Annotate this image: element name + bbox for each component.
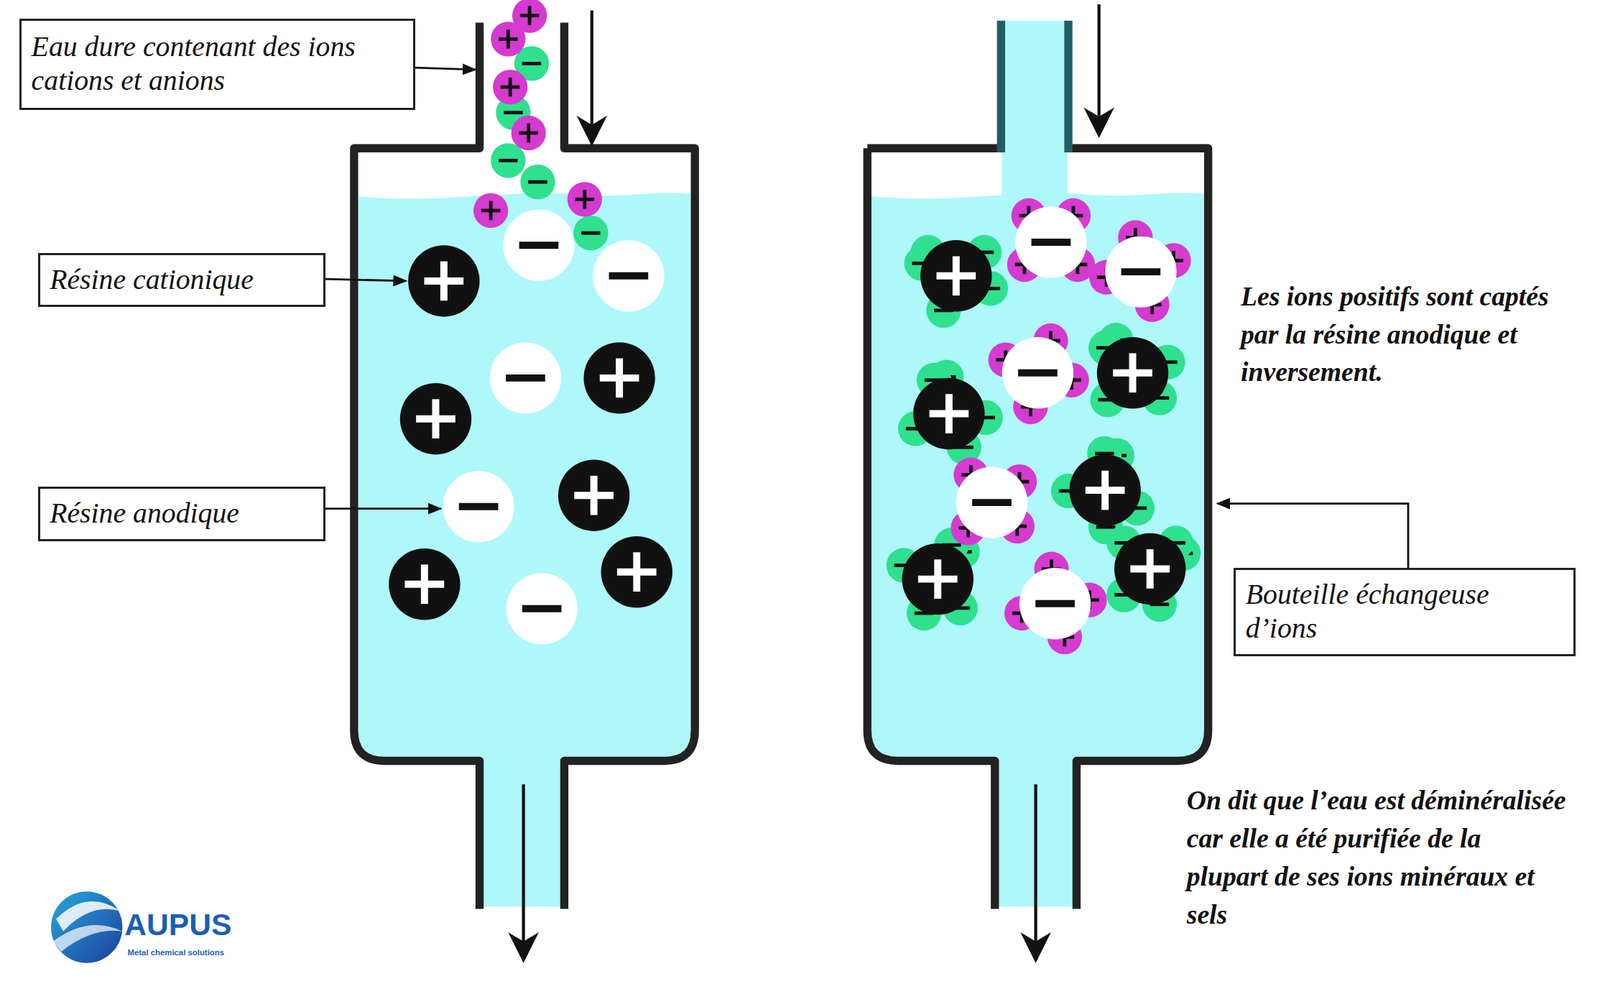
ion-sign (632, 551, 641, 592)
water (1002, 20, 1068, 203)
ion-sign (581, 231, 601, 235)
ion-sign (503, 110, 524, 115)
tank-outline (354, 22, 695, 909)
anodic-resin (1019, 567, 1091, 639)
ion-sign (1031, 238, 1072, 246)
label-text: Eau dure contenant des ions cations et a… (31, 30, 404, 99)
ion-sign (522, 604, 562, 613)
note-text: Les ions positifs sont captés par la rés… (1240, 277, 1583, 391)
ion-sign (421, 563, 429, 604)
anodic-resin (505, 572, 577, 644)
cationic-resin (1097, 336, 1169, 409)
ion-sign (1101, 470, 1109, 511)
cationic-resin (388, 548, 460, 620)
water (871, 192, 1205, 906)
ion-sign (528, 180, 548, 184)
anion (573, 215, 608, 251)
ion-sign (945, 393, 953, 434)
leader-line (1217, 503, 1409, 568)
anodic-resin (1104, 235, 1177, 307)
cation (490, 21, 526, 57)
ion-sign (489, 201, 493, 221)
flow-arrow (1097, 4, 1101, 136)
ion-sign (459, 502, 499, 511)
ion-sign (508, 77, 513, 97)
anodic-resin (502, 209, 575, 281)
ion-sign (528, 5, 532, 26)
ion-sign (609, 272, 649, 280)
anodic-resin (1002, 336, 1074, 409)
logo-tagline: Metal chemical solutions (127, 946, 271, 957)
ion-sign (590, 475, 598, 516)
ion-sign (1121, 267, 1162, 276)
ion-sign (519, 241, 559, 249)
tank-outline (867, 148, 1208, 909)
flow-arrow (590, 10, 594, 144)
leader-line (324, 278, 407, 281)
anodic-resin (489, 341, 562, 414)
label-box: Bouteille échangeuse d’ions (1233, 567, 1576, 657)
cation (567, 181, 603, 217)
anion (520, 164, 555, 200)
ion-sign (933, 558, 942, 599)
flow-arrow (1033, 783, 1037, 960)
logo-text: AUPUS (124, 905, 268, 943)
ion-sign (972, 498, 1012, 506)
cationic-resin (601, 535, 673, 608)
cationic-resin (583, 341, 655, 414)
anodic-resin (956, 466, 1028, 538)
cationic-resin (902, 543, 974, 615)
note-text: On dit que l’eau est déminéralisée car e… (1186, 780, 1567, 934)
ion-sign (582, 189, 587, 210)
ion-sign (1129, 352, 1137, 393)
cationic-resin (400, 382, 472, 455)
label-box: Résine cationique (38, 252, 327, 307)
logo-mark (51, 890, 123, 963)
cationic-resin (920, 239, 992, 312)
label-box: Résine anodique (38, 486, 327, 541)
leader-line (414, 67, 476, 70)
label-box: Eau dure contenant des ions cations et a… (19, 18, 416, 111)
cationic-resin (1114, 533, 1186, 605)
leader-line (324, 507, 442, 510)
ion-sign (440, 261, 448, 302)
logo-mark (53, 924, 123, 952)
label-text: Résine anodique (49, 496, 240, 531)
anodic-resin (442, 470, 514, 542)
label-text: Résine cationique (49, 262, 254, 298)
pipe-wall (1064, 20, 1072, 153)
ion-sign (506, 29, 511, 49)
cation (511, 115, 547, 151)
ion-sign (526, 123, 531, 143)
ion-sign (1018, 369, 1058, 377)
cation (492, 69, 528, 105)
cationic-resin (408, 244, 480, 317)
ion-sign (615, 358, 623, 399)
anion (490, 142, 526, 178)
flow-arrow (521, 783, 525, 960)
label-text: Bouteille échangeuse d’ions (1245, 577, 1565, 646)
cationic-resin (913, 377, 985, 450)
ion-sign (952, 255, 960, 296)
ion-sign (431, 398, 439, 439)
ion-sign (1146, 548, 1154, 589)
ion-sign (505, 374, 546, 382)
ion-sign (522, 61, 542, 66)
anodic-resin (592, 239, 664, 312)
cationic-resin (1069, 454, 1141, 526)
anodic-resin (1015, 206, 1087, 278)
ion-sign (1035, 599, 1075, 608)
cationic-resin (558, 459, 630, 531)
pipe-wall (997, 20, 1006, 153)
cation (473, 193, 508, 228)
ion-sign (498, 158, 519, 163)
